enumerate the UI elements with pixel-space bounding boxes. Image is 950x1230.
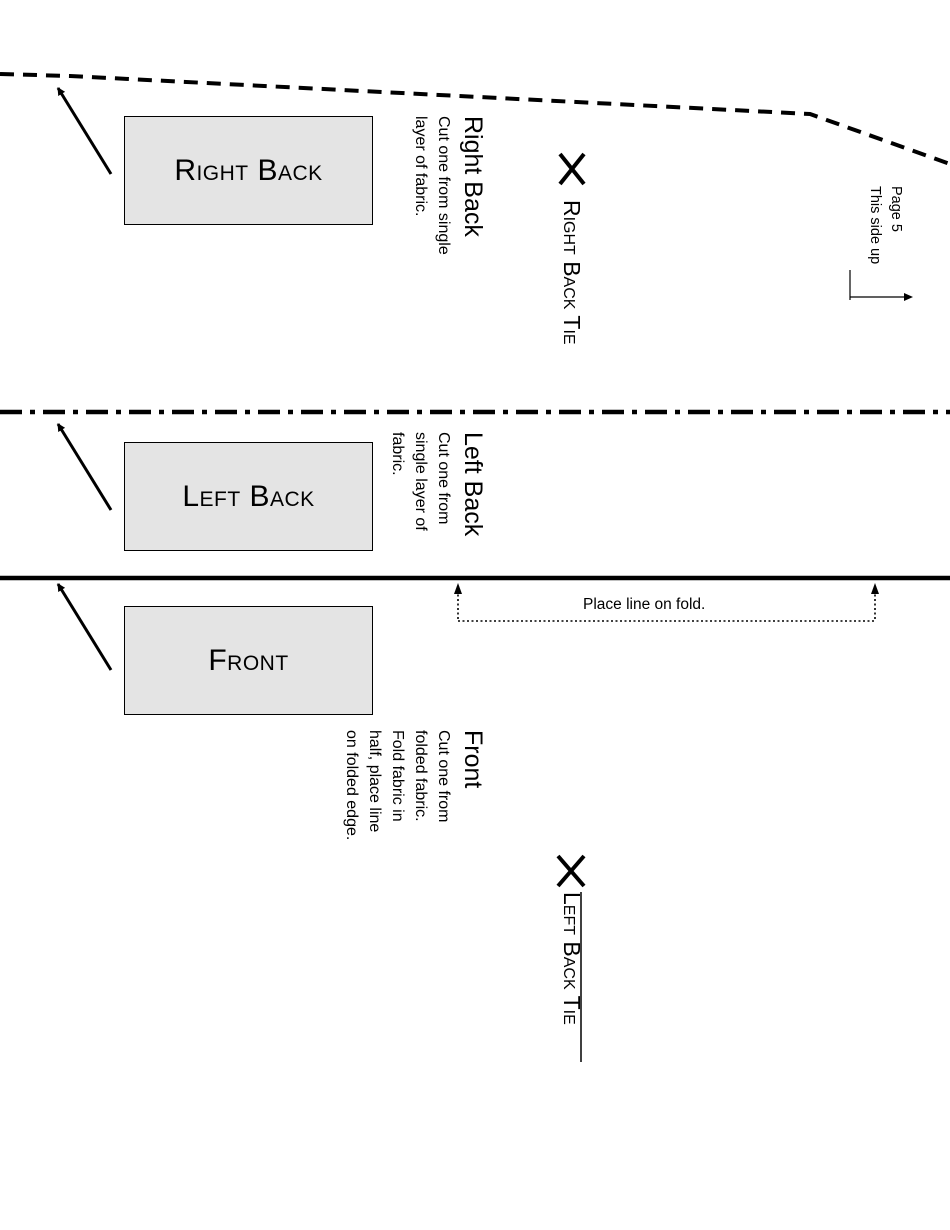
right-back-label-box: Right Back xyxy=(124,116,373,225)
front-label-box: Front xyxy=(124,606,373,715)
right-back-box-label: Right Back xyxy=(174,153,323,187)
front-instruction-line-5: on folded edge. xyxy=(343,730,360,841)
page-number: Page 5 xyxy=(888,186,904,232)
right-back-instruction-line-1: Cut one from single xyxy=(435,116,452,255)
this-side-up-label: This side up xyxy=(867,186,883,265)
front-instruction-line-3: Fold fabric in xyxy=(389,730,406,822)
grainline-arrow-right-back xyxy=(56,87,113,175)
dashed-cut-line xyxy=(0,72,950,166)
left-back-tie-x-mark xyxy=(556,854,586,888)
place-on-fold-label: Place line on fold. xyxy=(583,596,706,613)
right-back-instruction-line-2: layer of fabric. xyxy=(412,116,429,217)
grainline-arrow-left-back xyxy=(56,423,113,511)
right-back-tie-x-mark xyxy=(558,152,586,186)
this-side-up-arrow xyxy=(849,270,913,301)
place-on-fold-bracket xyxy=(454,583,879,622)
right-back-title: Right Back xyxy=(459,116,487,237)
left-back-tie-label: Left Back Tie xyxy=(559,892,585,1025)
left-back-box-label: Left Back xyxy=(182,479,315,513)
left-back-title: Left Back xyxy=(459,432,487,537)
left-back-label-box: Left Back xyxy=(124,442,373,551)
front-instruction-line-1: Cut one from xyxy=(435,730,452,823)
front-instruction-line-4: half, place line xyxy=(366,730,383,833)
left-back-instruction-line-2: single layer of xyxy=(412,432,429,531)
front-instruction-line-2: folded fabric. xyxy=(412,730,429,822)
front-title: Front xyxy=(459,730,487,789)
left-back-instruction-line-3: fabric. xyxy=(389,432,406,476)
right-back-tie-label: Right Back Tie xyxy=(559,200,585,345)
front-box-label: Front xyxy=(208,643,289,677)
left-back-instruction-line-1: Cut one from xyxy=(435,432,452,525)
grainline-arrow-front xyxy=(56,583,113,671)
